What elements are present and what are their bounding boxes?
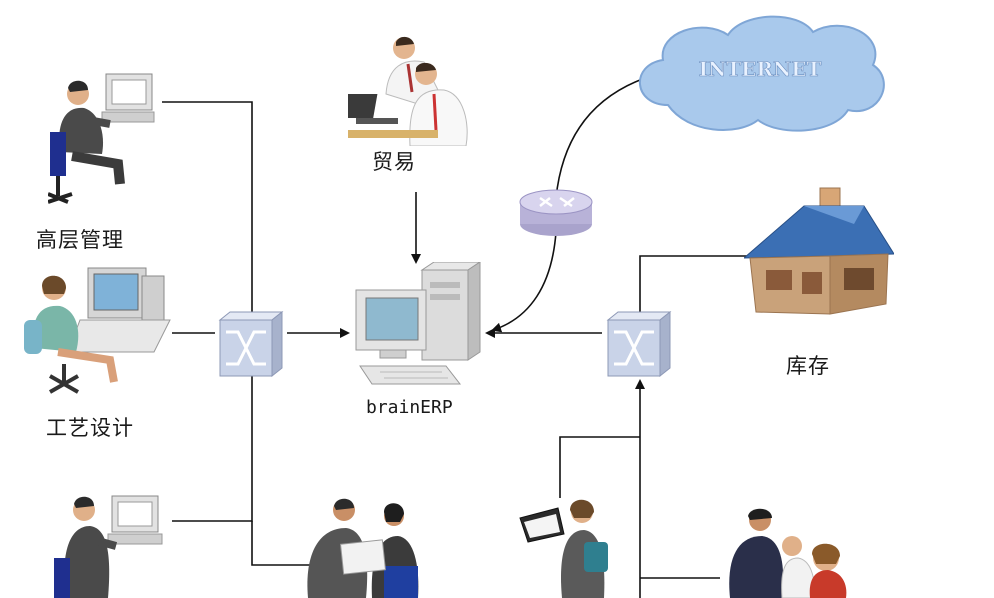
line-inventory (639, 255, 748, 312)
process-design-workstation-icon (24, 267, 171, 394)
left-switch-icon (218, 310, 284, 378)
internet-label: INTERNET (699, 57, 822, 81)
meeting-people-icon (307, 498, 419, 598)
laptop-user-icon (519, 499, 608, 598)
router-icon (519, 189, 593, 236)
line-laptop-user (559, 436, 640, 498)
line-bottom-left (172, 375, 253, 522)
inventory-label: 库存 (786, 354, 830, 378)
internet-cloud-icon: INTERNET (638, 15, 885, 132)
erp-server-icon (355, 262, 481, 385)
executive-workstation-icon (48, 73, 155, 204)
line-cloud-to-router (555, 79, 641, 199)
service-team-icon (729, 508, 847, 598)
process-design-label: 工艺设计 (46, 416, 134, 440)
right-switch-icon (606, 310, 672, 378)
line-meeting (251, 521, 310, 566)
erp-label: brainERP (366, 397, 453, 418)
line-executive (162, 101, 253, 312)
bottom-left-workstation-icon (54, 495, 163, 598)
inventory-warehouse-icon (744, 187, 894, 315)
trade-people-icon (348, 36, 468, 146)
trade-label: 贸易 (372, 150, 416, 174)
arrow-router-to-erp (491, 231, 557, 333)
executive-label: 高层管理 (36, 228, 124, 252)
